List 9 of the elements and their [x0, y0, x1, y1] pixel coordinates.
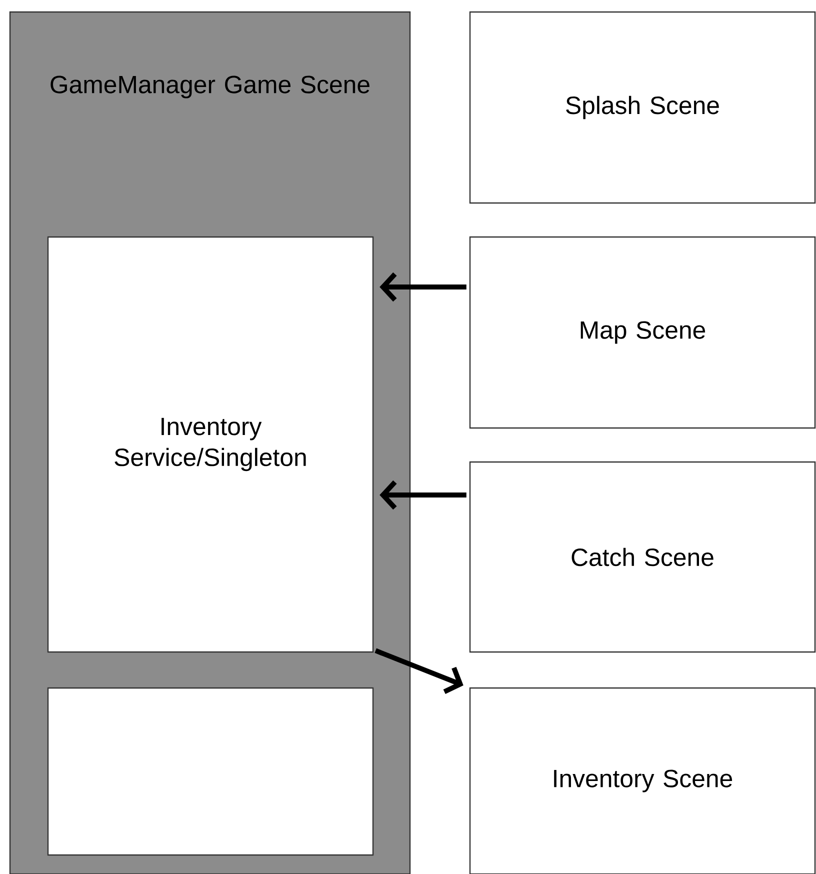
scene-box: Inventory Scene — [469, 687, 816, 874]
arrow — [374, 648, 464, 694]
arrow — [380, 272, 466, 302]
service-box: Inventory Service/Singleton — [47, 236, 374, 653]
scene-box: Catch Scene — [469, 461, 816, 653]
empty-box — [47, 687, 374, 856]
arrow — [380, 480, 466, 510]
scene-box: Splash Scene — [469, 11, 816, 204]
scene-box: Map Scene — [469, 236, 816, 429]
